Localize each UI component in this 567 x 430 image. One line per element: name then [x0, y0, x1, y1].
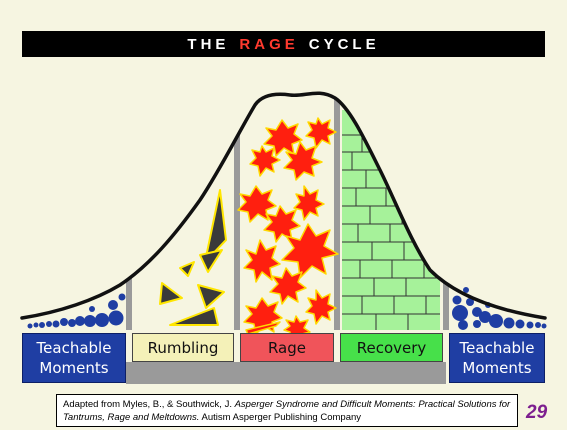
teachable-bubbles-left — [27, 293, 126, 329]
rage-cycle-curve — [20, 91, 547, 320]
base-platform — [126, 362, 446, 384]
stage-rage: Rage — [240, 333, 334, 362]
teachable-right-line1: Teachable — [459, 339, 535, 357]
teachable-left-line1: Teachable — [36, 339, 112, 357]
teachable-left-line2: Moments — [39, 359, 109, 377]
page-number: 29 — [526, 402, 548, 423]
citation-publisher: Autism Asperger Publishing Company — [199, 412, 362, 423]
rumbling-shards — [159, 189, 227, 326]
citation-prefix: Adapted from Myles, B., & Southwick, J. — [63, 399, 235, 410]
teachable-right-line2: Moments — [462, 359, 532, 377]
stage-teachable-moments-left: Teachable Moments — [22, 333, 126, 383]
stage-recovery: Recovery — [340, 333, 443, 362]
recovery-bricks — [342, 110, 440, 330]
title-word-the: THE — [187, 35, 230, 53]
title-bar: THE RAGE CYCLE — [22, 31, 545, 57]
teachable-bubbles-right — [452, 287, 547, 330]
title-word-rage: RAGE — [239, 35, 299, 53]
citation: Adapted from Myles, B., & Southwick, J. … — [56, 394, 518, 427]
stage-rumbling: Rumbling — [132, 333, 234, 362]
stage-teachable-moments-right: Teachable Moments — [449, 333, 545, 383]
citation-book-title: Asperger Syndrome and Difficult Moments:… — [63, 399, 511, 423]
rage-bursts — [237, 117, 339, 341]
title-word-cycle: CYCLE — [308, 35, 380, 53]
